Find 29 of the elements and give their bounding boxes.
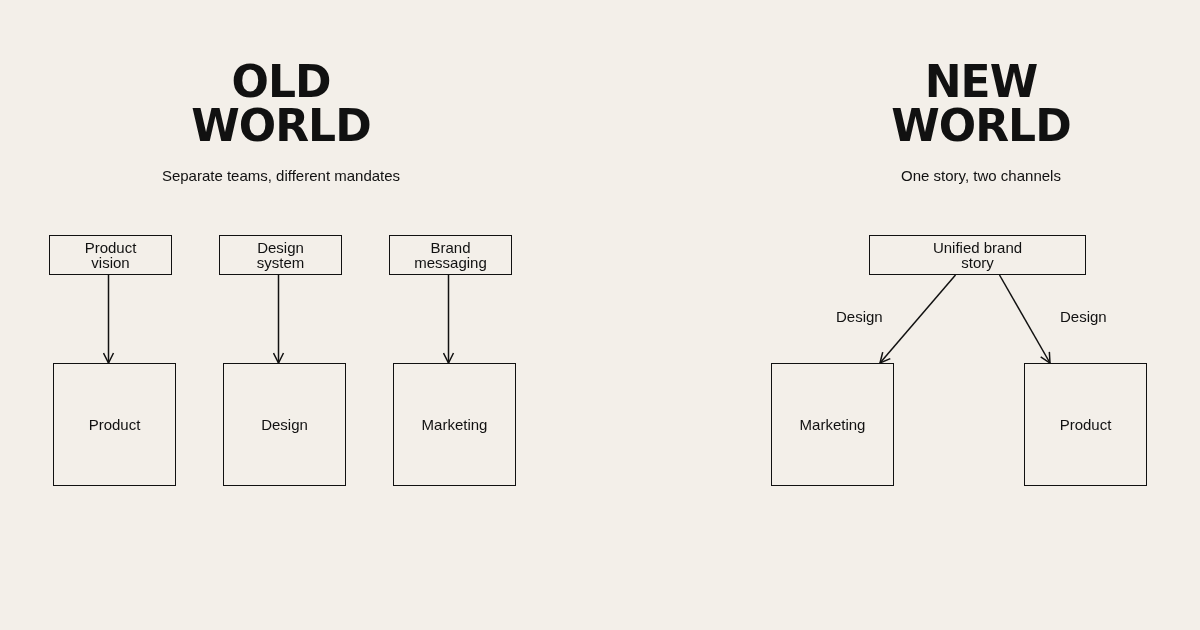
box-label: Product [1059,417,1112,432]
subtitle: One story, two channels [900,167,1062,184]
team-box [771,363,894,486]
box-label: Marketing [799,417,866,432]
edge-label: Design [1058,308,1109,325]
box-label: Product vision [83,240,138,270]
box-label: Product [88,417,141,432]
box-label: Unified brand story [932,240,1023,270]
team-box [393,363,516,486]
section-heading: NEW WORLD [890,60,1072,148]
team-box [53,363,176,486]
edge-label: Design [834,308,885,325]
arrow [998,274,1051,364]
input-box [389,235,512,275]
box-label: Marketing [421,417,488,432]
arrow [879,274,957,364]
arrow [272,274,285,364]
input-box [869,235,1086,275]
section-heading: OLD WORLD [190,60,372,148]
arrow [102,274,115,364]
subtitle: Separate teams, different mandates [160,167,402,184]
team-box [1024,363,1147,486]
box-label: Brand messaging [413,240,488,270]
box-label: Design system [255,240,306,270]
box-label: Design [261,417,308,432]
team-box [223,363,346,486]
input-box [49,235,172,275]
arrow [442,274,455,364]
input-box [219,235,342,275]
